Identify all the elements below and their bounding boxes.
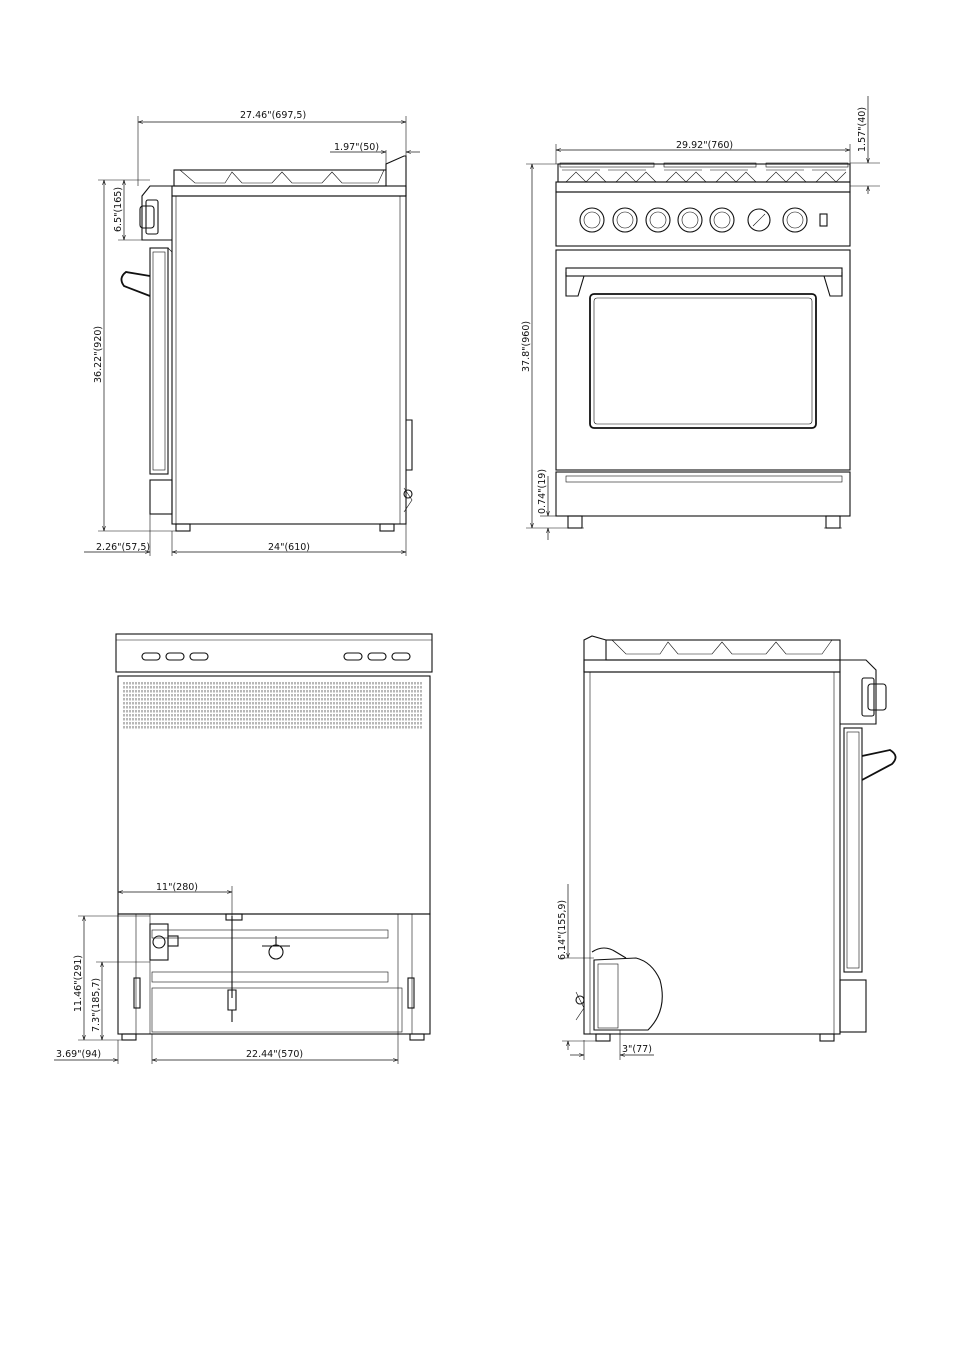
left-side-view: 27.46"(697,5) 1.97"(50) 6.5"(165) 36.22"…	[84, 110, 420, 556]
dim-connector-depth: 3"(77)	[622, 1044, 652, 1055]
dim-height: 36.22"(920)	[93, 326, 104, 383]
front-view: 29.92"(760) 1.57"(40) 37.8"(960) 0.74"(1…	[521, 96, 880, 540]
dim-front-height: 37.8"(960)	[521, 321, 532, 372]
dim-grate-height: 1.57"(40)	[857, 107, 868, 152]
dim-connector-height: 6.14"(155,9)	[557, 900, 568, 960]
dim-door-depth: 2.26"(57,5)	[96, 542, 150, 553]
vent-grid	[123, 682, 422, 729]
dim-back-offset: 1.97"(50)	[334, 142, 379, 153]
dim-gas-inlet-offset: 11"(280)	[156, 882, 198, 893]
dim-backguard-height: 6.5"(165)	[113, 187, 124, 232]
backguard-slots	[141, 652, 411, 661]
dim-depth-overall: 27.46"(697,5)	[240, 110, 306, 121]
right-side-view: 6.14"(155,9) 3"(77)	[557, 635, 897, 1060]
dim-gas-inlet-height: 11.46"(291)	[73, 955, 84, 1012]
rear-view: 11"(280) 11.46"(291) 7.3"(185,7) 3.69"(9…	[54, 633, 433, 1064]
dim-front-width: 29.92"(760)	[676, 140, 733, 151]
dim-power-inlet-height: 7.3"(185,7)	[91, 978, 102, 1032]
dim-body-depth: 24"(610)	[268, 542, 310, 553]
dim-inner-width: 22.44"(570)	[246, 1049, 303, 1060]
front-knobs	[579, 207, 828, 233]
dim-foot-height: 0.74"(19)	[537, 469, 548, 514]
dim-side-margin: 3.69"(94)	[56, 1049, 101, 1060]
